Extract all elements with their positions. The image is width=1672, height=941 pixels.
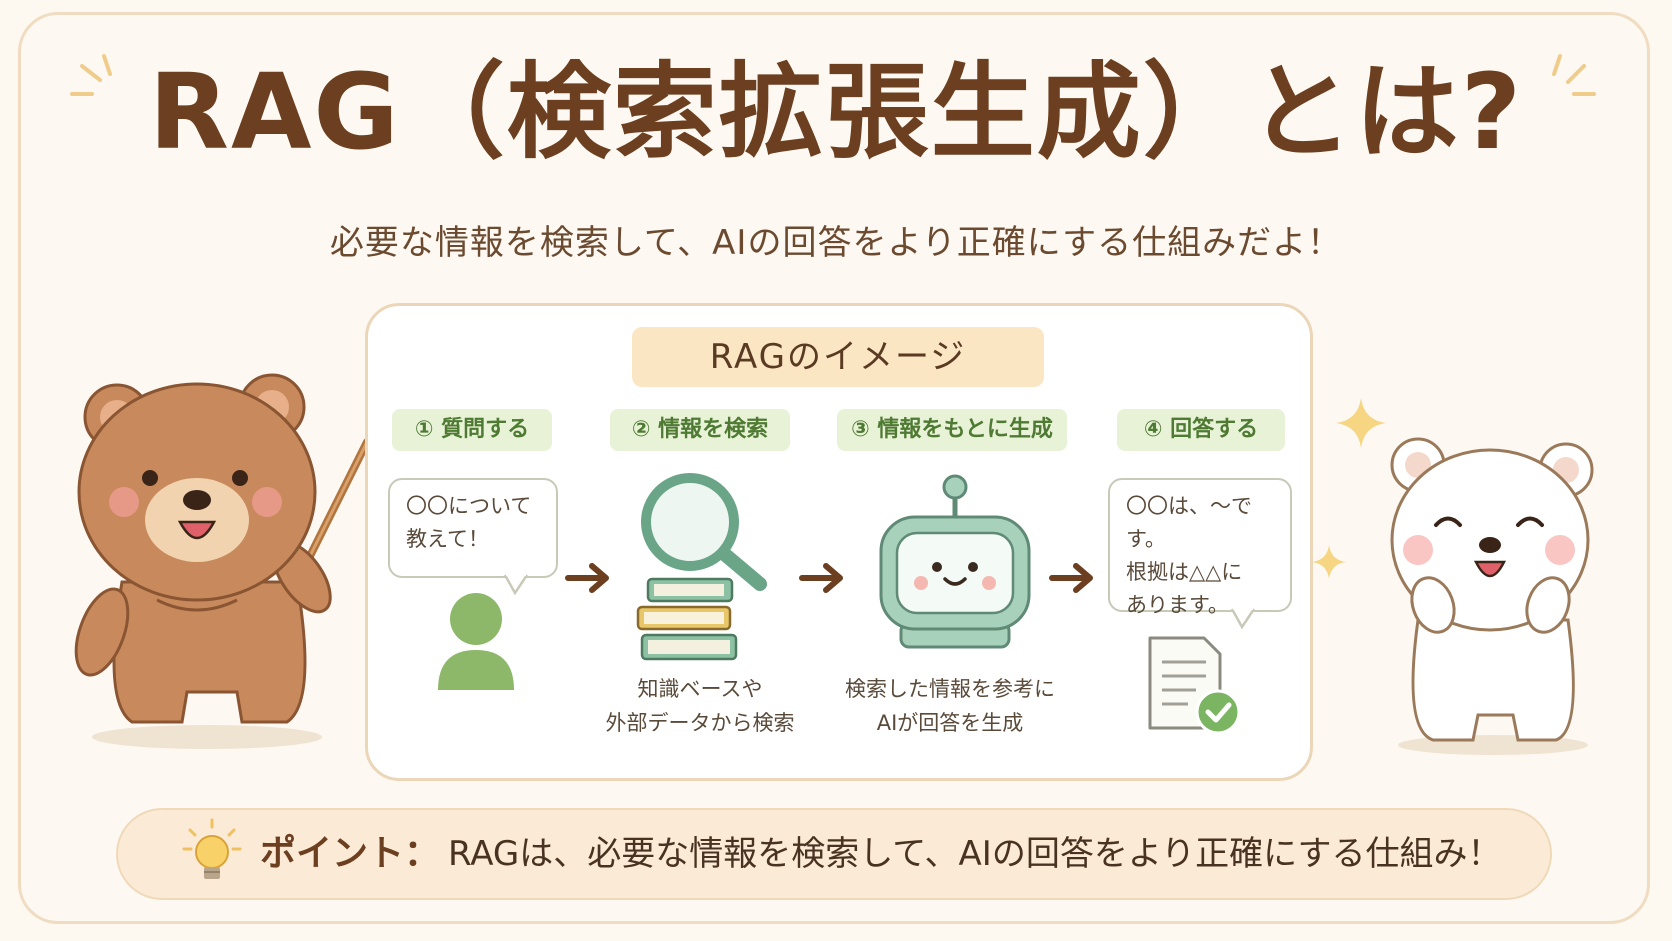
panel-title: RAGのイメージ <box>632 327 1044 387</box>
answer-line-3: あります。 <box>1126 593 1229 617</box>
sparkle-lines-left <box>70 54 112 96</box>
question-bubble: 〇〇について 教えて！ <box>388 478 558 578</box>
answer-line-1: 〇〇は、〜です。 <box>1126 494 1252 551</box>
answer-line-2: 根拠は△△に <box>1126 560 1243 584</box>
question-line-2: 教えて！ <box>406 527 489 551</box>
step-2-pill: ② 情報を検索 <box>610 409 790 451</box>
search-caption: 知識ベースや 外部データから検索 <box>590 672 810 740</box>
generate-caption: 検索した情報を参考に AIが回答を生成 <box>820 672 1080 740</box>
pointer-stick-icon <box>298 438 371 576</box>
step-4-pill: ④ 回答する <box>1117 409 1285 451</box>
document-check-icon <box>1148 636 1241 735</box>
white-bear <box>1390 437 1594 755</box>
user-icon <box>438 593 514 690</box>
sparkle-icon <box>1336 398 1386 448</box>
arrow-right-icon <box>799 563 843 593</box>
answer-bubble: 〇〇は、〜です。 根拠は△△に あります。 <box>1108 478 1292 617</box>
bubble-tail <box>503 572 529 596</box>
generate-caption-line-2: AIが回答を生成 <box>876 711 1024 735</box>
point-label: ポイント： <box>260 833 441 874</box>
magnifier-icon <box>641 473 767 591</box>
sparkle-lines-right <box>1552 54 1596 96</box>
question-line-1: 〇〇について <box>406 494 532 518</box>
search-caption-line-2: 外部データから検索 <box>605 711 795 735</box>
generate-caption-line-1: 検索した情報を参考に <box>845 677 1055 701</box>
sparkle-icon <box>1312 545 1346 579</box>
brown-bear-teacher <box>74 373 371 749</box>
arrow-right-icon <box>1049 563 1093 593</box>
page-title: RAG（検索拡張生成）とは? <box>148 51 1524 173</box>
arrow-right-icon <box>565 563 609 593</box>
robot-icon <box>879 474 1031 649</box>
bubble-tail <box>1230 606 1256 630</box>
point-banner <box>116 808 1552 900</box>
step-1-pill: ① 質問する <box>392 409 552 451</box>
books-icon <box>636 577 738 661</box>
lightbulb-icon <box>182 818 242 879</box>
search-caption-line-1: 知識ベースや <box>637 677 763 701</box>
point-text: RAGは、必要な情報を検索して、AIの回答をより正確にする仕組み！ <box>448 834 1502 874</box>
page-subtitle: 必要な情報を検索して、AIの回答をより正確にする仕組みだよ！ <box>329 223 1343 263</box>
step-3-pill: ③ 情報をもとに生成 <box>837 409 1067 451</box>
